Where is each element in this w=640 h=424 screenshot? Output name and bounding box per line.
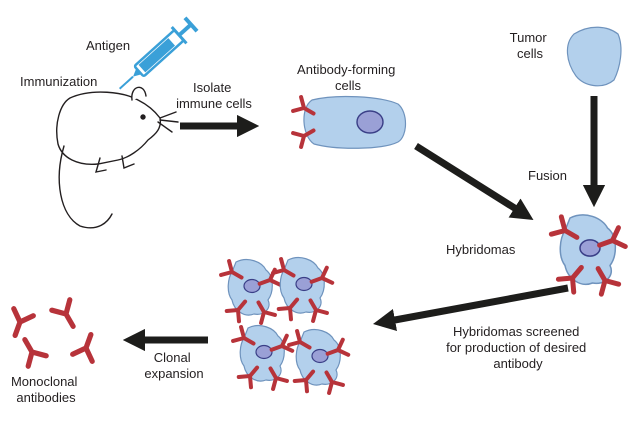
tumor-cell <box>566 26 622 87</box>
antigen-label: Antigen <box>86 38 130 53</box>
syringe-icon <box>118 16 199 90</box>
hybridoma-clone-1 <box>221 260 280 323</box>
immunization-label: Immunization <box>20 74 97 89</box>
arrow-icon <box>122 96 606 352</box>
mouse-icon <box>56 86 179 229</box>
arrow-screening <box>372 284 569 331</box>
monoclonal-label: Monoclonal antibodies <box>11 374 81 405</box>
antibody-forming-cell <box>291 95 407 149</box>
hybridoma-clone-3 <box>233 326 292 389</box>
clonal-label: Clonal expansion <box>144 350 203 381</box>
isolate-label: Isolate immune cells <box>176 80 252 111</box>
hybridoma-cell <box>551 215 625 294</box>
arrow-to-hybridoma <box>414 143 534 220</box>
antibody-forming-label: Antibody-forming cells <box>297 62 399 93</box>
hybridoma-clone-2 <box>273 258 332 321</box>
screened-label: Hybridomas screened for production of de… <box>446 324 590 371</box>
monoclonal-antibodies <box>5 300 100 366</box>
hybridoma-clone-4 <box>289 330 348 393</box>
hybridomas-label: Hybridomas <box>446 242 516 257</box>
tumor-label: Tumor cells <box>510 30 551 61</box>
fusion-label: Fusion <box>528 168 567 183</box>
